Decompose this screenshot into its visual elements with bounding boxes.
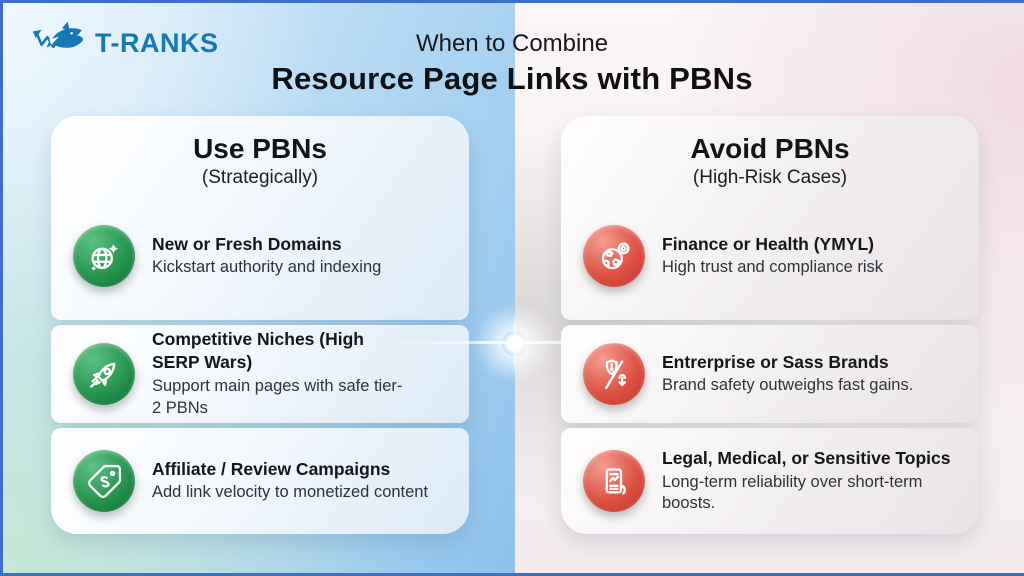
use-pbns-card-3: Affiliate / Review Campaigns Add link ve… (51, 428, 469, 534)
shark-arrow-icon (29, 19, 91, 68)
panel-subtitle: (Strategically) (201, 167, 319, 188)
headline-title: Resource Page Links with PBNs (271, 61, 753, 96)
list-item-text: Legal, Medical, or Sensitive Topics Long… (662, 447, 967, 515)
list-item: Entrerprise or Sass Brands Brand safety … (561, 343, 925, 405)
item-title: Affiliate / Review Campaigns (152, 458, 391, 479)
panel-subtitle: (High-Risk Cases) (692, 167, 848, 188)
item-description: Kickstart authority and indexing (152, 258, 382, 277)
use-pbns-header-card: Use PBNs (Strategically) (51, 116, 469, 320)
lens-flare-core (502, 331, 527, 356)
avoid-pbns-card-3: Legal, Medical, or Sensitive Topics Long… (561, 428, 979, 534)
list-item: New or Fresh Domains Kickstart authority… (51, 225, 469, 287)
headline: When to Combine Resource Page Links with… (3, 30, 1021, 97)
avoid-pbns-heading: Avoid PBNs (High-Risk Cases) (561, 116, 979, 189)
globe-risk-icon (583, 225, 645, 287)
brand-name: T-RANKS (95, 28, 219, 58)
avoid-pbns-card-2: Entrerprise or Sass Brands Brand safety … (561, 325, 979, 423)
item-description: Long-term reliability over short-term bo… (662, 472, 923, 513)
item-description: Brand safety outweighs fast gains. (662, 376, 914, 395)
list-item: Competitive Niches (High SERP Wars) Supp… (51, 328, 422, 419)
panel-title: Use PBNs (193, 133, 327, 164)
item-title: Entrerprise or Sass Brands (662, 351, 889, 372)
item-title: New or Fresh Domains (152, 233, 342, 254)
list-item: Legal, Medical, or Sensitive Topics Long… (561, 447, 979, 515)
item-title: Competitive Niches (High SERP Wars) (152, 329, 364, 373)
use-pbns-panel: Use PBNs (Strategically) (51, 116, 469, 534)
brand-logo: T-RANKS (29, 19, 219, 68)
list-item-text: Entrerprise or Sass Brands Brand safety … (662, 351, 913, 398)
list-item-text: Finance or Health (YMYL) High trust and … (662, 233, 967, 280)
panel-title: Avoid PBNs (690, 133, 850, 164)
shield-decline-icon (583, 343, 645, 405)
globe-sparkles-icon (73, 225, 135, 287)
list-item-text: Affiliate / Review Campaigns Add link ve… (152, 458, 428, 505)
use-pbns-card-2: Competitive Niches (High SERP Wars) Supp… (51, 325, 469, 423)
rocket-icon (73, 343, 135, 405)
document-report-icon (583, 450, 645, 512)
list-item: Finance or Health (YMYL) High trust and … (561, 225, 979, 287)
price-tag-icon (73, 450, 135, 512)
item-title: Finance or Health (YMYL) (662, 233, 874, 254)
use-pbns-heading: Use PBNs (Strategically) (51, 116, 469, 189)
headline-kicker: When to Combine (415, 30, 609, 57)
item-description: Add link velocity to monetized content (152, 483, 429, 502)
list-item-text: Competitive Niches (High SERP Wars) Supp… (152, 328, 410, 419)
avoid-pbns-header-card: Avoid PBNs (High-Risk Cases) (561, 116, 979, 320)
list-item: Affiliate / Review Campaigns Add link ve… (51, 450, 440, 512)
list-item-text: New or Fresh Domains Kickstart authority… (152, 233, 457, 280)
item-title: Legal, Medical, or Sensitive Topics (662, 447, 951, 468)
avoid-pbns-panel: Avoid PBNs (High-Risk Cases) (561, 116, 979, 534)
item-description: High trust and compliance risk (662, 258, 884, 277)
item-description: Support main pages with safe tier-2 PBNs (152, 376, 403, 417)
